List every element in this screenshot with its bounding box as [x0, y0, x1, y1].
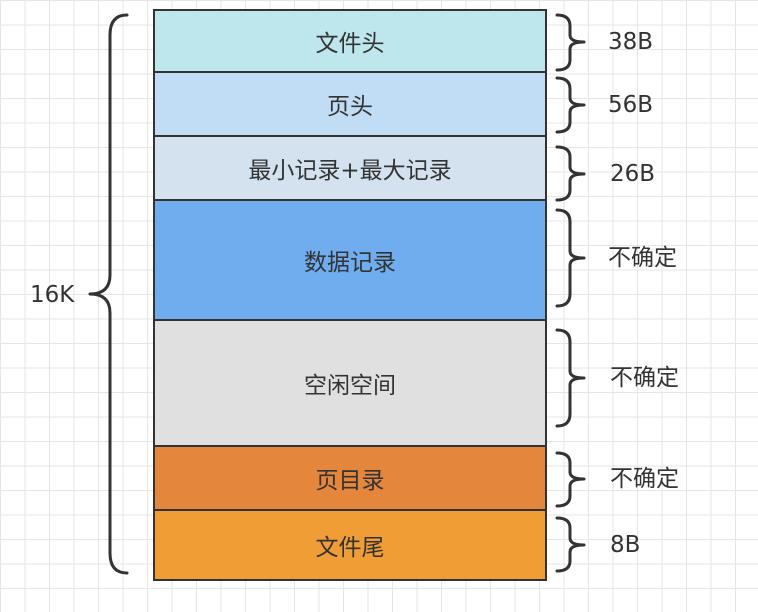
size-brace-free-space	[555, 328, 586, 428]
size-label-free-space: 不确定	[610, 365, 679, 391]
size-label-user-records: 不确定	[608, 245, 677, 271]
size-label-infimum-supremum: 26B	[610, 161, 656, 187]
size-brace-file-header	[555, 13, 586, 72]
total-size-brace	[88, 13, 129, 575]
segment-infimum-supremum-label: 最小记录+最大记录	[248, 158, 452, 184]
size-brace-file-trailer	[555, 516, 586, 573]
size-label-file-trailer: 8B	[610, 532, 641, 558]
segment-file-trailer-label: 文件尾	[315, 535, 385, 561]
segment-page-directory-label: 页目录	[315, 468, 385, 494]
size-brace-infimum-supremum	[555, 145, 586, 202]
size-label-page-directory: 不确定	[610, 466, 679, 492]
segment-free-space: 空闲空间	[153, 321, 547, 447]
segment-infimum-supremum: 最小记录+最大记录	[153, 137, 547, 201]
size-label-file-header: 38B	[608, 29, 654, 55]
segment-user-records-label: 数据记录	[304, 250, 396, 276]
size-brace-page-directory	[555, 451, 586, 508]
segment-page-directory: 页目录	[153, 447, 547, 511]
segment-page-header-label: 页头	[327, 94, 373, 120]
segment-file-trailer: 文件尾	[153, 511, 547, 581]
segment-page-header: 页头	[153, 73, 547, 137]
segment-free-space-label: 空闲空间	[304, 373, 396, 399]
segment-file-header: 文件头	[153, 9, 547, 73]
segment-file-header-label: 文件头	[315, 31, 385, 57]
size-brace-page-header	[555, 76, 586, 134]
size-brace-user-records	[555, 208, 586, 308]
segment-user-records: 数据记录	[153, 201, 547, 321]
total-size-label: 16K	[30, 282, 75, 308]
size-label-page-header: 56B	[608, 92, 654, 118]
